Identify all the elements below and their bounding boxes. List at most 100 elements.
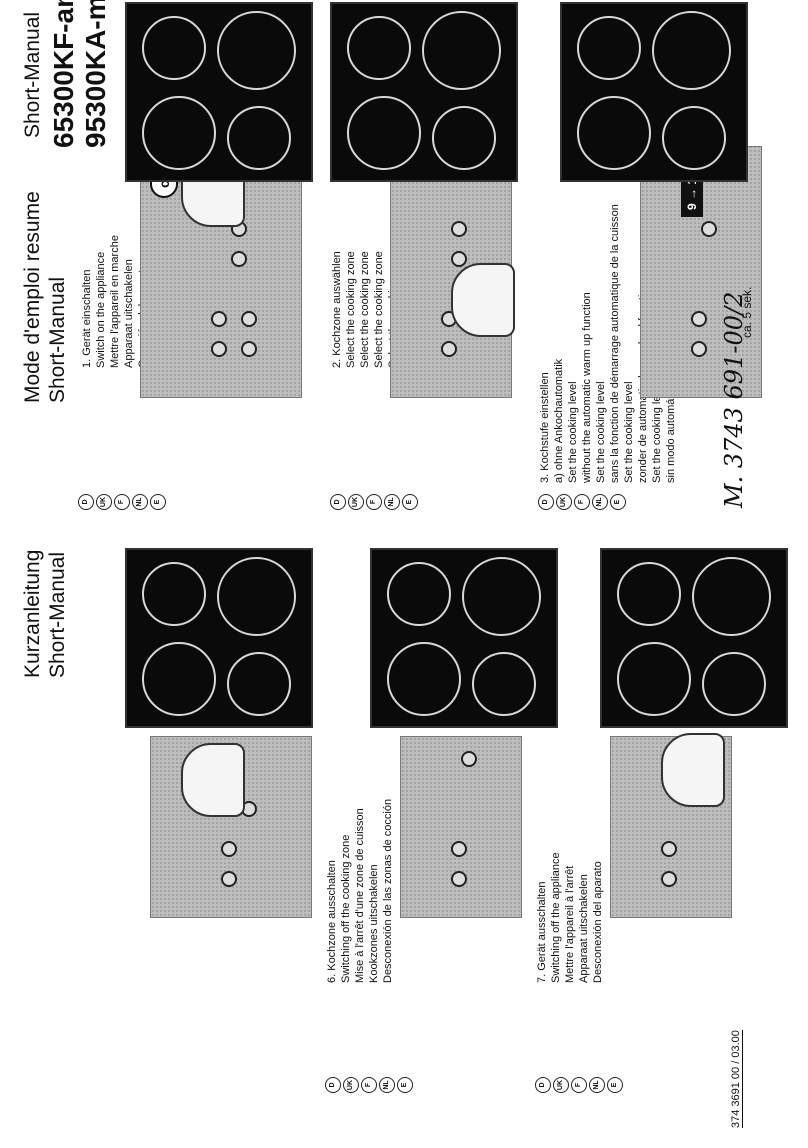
ring-1 bbox=[577, 96, 651, 170]
flags-step7: D UK F NL E bbox=[535, 1077, 623, 1093]
ring-3 bbox=[432, 106, 496, 170]
zone-button-2[interactable] bbox=[661, 841, 677, 857]
flag-f: F bbox=[361, 1077, 377, 1093]
zone-button-2[interactable] bbox=[691, 311, 707, 327]
step3-en-sub: without the automatic warm up function bbox=[581, 292, 593, 483]
ring-4 bbox=[462, 557, 541, 636]
header-title-es: Short-Manual bbox=[21, 11, 44, 138]
step7-en: Switching off the appliance bbox=[550, 852, 562, 983]
step3-en: Set the cooking level bbox=[567, 381, 579, 483]
power-button[interactable] bbox=[461, 751, 477, 767]
ring-2 bbox=[577, 16, 641, 80]
ring-3 bbox=[662, 106, 726, 170]
ring-2 bbox=[387, 562, 451, 626]
hand-icon bbox=[181, 743, 245, 817]
step2-nl: Select the cooking zone bbox=[373, 251, 385, 368]
zone-button-2[interactable] bbox=[221, 841, 237, 857]
minus-button[interactable] bbox=[231, 251, 247, 267]
flag-f: F bbox=[114, 494, 130, 510]
control-panel-step7 bbox=[400, 736, 522, 918]
ring-4 bbox=[217, 557, 296, 636]
ring-1 bbox=[387, 642, 461, 716]
ring-2 bbox=[142, 562, 206, 626]
flag-d: D bbox=[535, 1077, 551, 1093]
ring-3 bbox=[227, 106, 291, 170]
ring-3 bbox=[227, 652, 291, 716]
ring-4 bbox=[692, 557, 771, 636]
step7-es: Desconexión del aparato bbox=[592, 861, 604, 983]
flag-d: D bbox=[330, 494, 346, 510]
flag-nl: NL bbox=[379, 1077, 395, 1093]
ring-3 bbox=[472, 652, 536, 716]
plus-button[interactable] bbox=[701, 221, 717, 237]
ring-1 bbox=[347, 96, 421, 170]
flag-nl: NL bbox=[384, 494, 400, 510]
zone-button-1[interactable] bbox=[441, 341, 457, 357]
zone-button-2[interactable] bbox=[451, 841, 467, 857]
ring-2 bbox=[142, 16, 206, 80]
display-from: 9 bbox=[685, 203, 699, 210]
flag-uk: UK bbox=[96, 494, 112, 510]
minus-button[interactable] bbox=[451, 251, 467, 267]
flags-step1: D UK F NL E bbox=[78, 494, 166, 510]
hob-step2 bbox=[330, 2, 518, 182]
flag-e: E bbox=[607, 1077, 623, 1093]
flag-nl: NL bbox=[589, 1077, 605, 1093]
header-col3: Short-Manual bbox=[20, 12, 45, 138]
hob-step1 bbox=[125, 2, 313, 182]
ring-4 bbox=[422, 11, 501, 90]
flag-f: F bbox=[571, 1077, 587, 1093]
flags-step6: D UK F NL E bbox=[325, 1077, 413, 1093]
step6-text: 6. Kochzone ausschalten Switching off th… bbox=[325, 799, 395, 983]
zone-button-1[interactable] bbox=[691, 341, 707, 357]
ring-4 bbox=[652, 11, 731, 90]
zone-button-2[interactable] bbox=[211, 311, 227, 327]
model-number-2: 95300KA-mn bbox=[80, 0, 111, 148]
flag-e: E bbox=[397, 1077, 413, 1093]
ring-3 bbox=[702, 652, 766, 716]
hob-step7 bbox=[370, 548, 558, 728]
flag-d: D bbox=[538, 494, 554, 510]
header-title-fr: Mode d'emploi resume bbox=[21, 191, 44, 403]
flag-nl: NL bbox=[132, 494, 148, 510]
step3-de-sub: a) ohne Ankochautomatik bbox=[553, 358, 565, 483]
step6-de: 6. Kochzone ausschalten bbox=[326, 860, 338, 983]
flags-step2: D UK F NL E bbox=[330, 494, 418, 510]
step7-nl: Apparaat uitschakelen bbox=[578, 874, 590, 983]
model-number-1: 65300KF-an bbox=[48, 0, 79, 148]
flags-step3: D UK F NL E bbox=[538, 494, 626, 510]
step7-de: 7. Gerät ausschalten bbox=[536, 881, 548, 983]
ring-1 bbox=[617, 642, 691, 716]
step2-de: 2. Kochzone auswählen bbox=[331, 251, 343, 368]
step6-fr: Mise à l'arrêt d'une zone de cuisson bbox=[354, 808, 366, 983]
flag-d: D bbox=[325, 1077, 341, 1093]
ring-4 bbox=[217, 11, 296, 90]
header-col1: Kurzanleitung Short-Manual bbox=[20, 550, 70, 678]
flag-uk: UK bbox=[343, 1077, 359, 1093]
zone-button-3[interactable] bbox=[241, 341, 257, 357]
step3-fr-sub: sans la fonction de démarrage automatiqu… bbox=[609, 204, 621, 483]
step3-fr: Set the cooking level bbox=[595, 381, 607, 483]
flag-f: F bbox=[574, 494, 590, 510]
flag-nl: NL bbox=[592, 494, 608, 510]
plus-button[interactable] bbox=[451, 221, 467, 237]
step6-en: Switching off the cooking zone bbox=[340, 834, 352, 983]
header-title-de: Kurzanleitung bbox=[21, 549, 44, 678]
zone-button-4[interactable] bbox=[241, 311, 257, 327]
hob-step6 bbox=[125, 548, 313, 728]
step2-fr: Select the cooking zone bbox=[359, 251, 371, 368]
step1-de: 1. Gerät einschalten bbox=[81, 269, 93, 368]
header-title-en: Short-Manual bbox=[46, 551, 69, 678]
ring-2 bbox=[617, 562, 681, 626]
handwritten-note: M. 3743 691-00/2 bbox=[720, 291, 748, 508]
zone-button-1[interactable] bbox=[661, 871, 677, 887]
flag-e: E bbox=[402, 494, 418, 510]
ring-2 bbox=[347, 16, 411, 80]
zone-button-1[interactable] bbox=[211, 341, 227, 357]
zone-button-1[interactable] bbox=[451, 871, 467, 887]
hob-extra-bottom bbox=[600, 548, 788, 728]
zone-button-1[interactable] bbox=[221, 871, 237, 887]
model-numbers: 65300KF-an 95300KA-mn bbox=[48, 0, 112, 148]
arrow-right-icon: → bbox=[685, 184, 699, 200]
